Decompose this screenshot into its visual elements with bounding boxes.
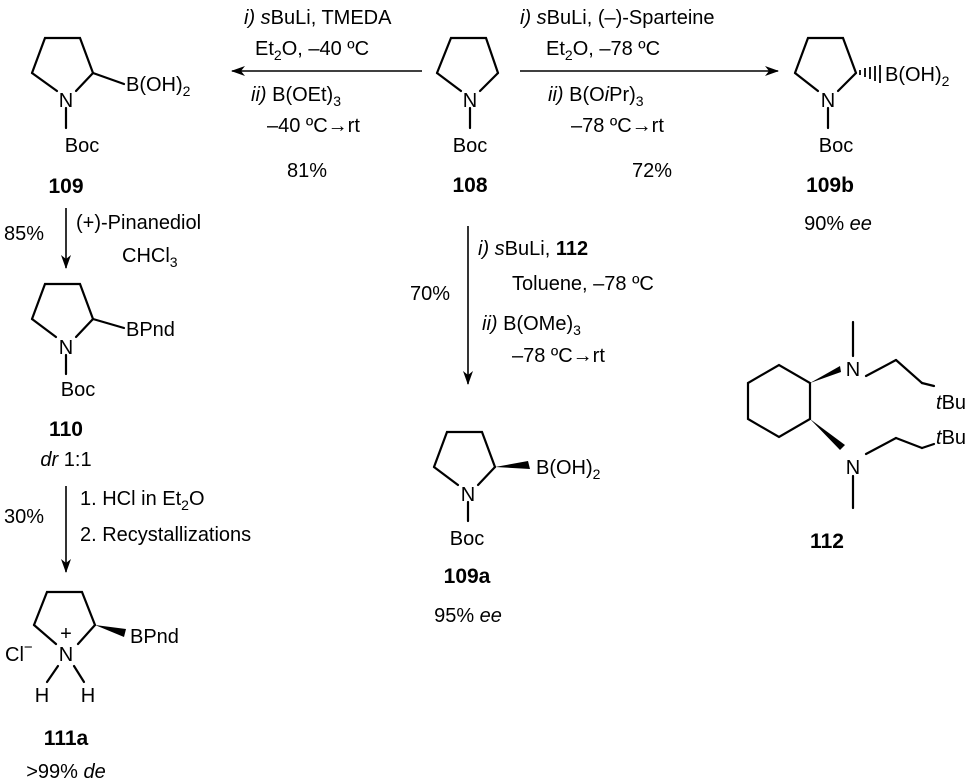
compound-label-109a: 109a <box>444 565 491 588</box>
atom-boronic-acid: B(OH)2 <box>885 64 950 89</box>
compound-label-109b: 109b <box>806 174 854 197</box>
reaction-110-to-111a: 30% 1. HCl in Et2O 2. Recystallizations <box>4 486 251 573</box>
reaction-108-to-109: i) sBuLi, TMEDA Et2O, –40 ºC ii) B(OEt)3… <box>231 7 422 182</box>
compound-label-112: 112 <box>810 530 844 553</box>
conditions-step1: i) sBuLi, 112 <box>478 238 588 260</box>
compound-label-108: 108 <box>452 174 487 197</box>
atom-boc: Boc <box>453 135 487 157</box>
yield: 30% <box>4 506 44 528</box>
hashed-bond-top <box>810 366 841 383</box>
conditions-step1: i) sBuLi, TMEDA <box>244 7 392 29</box>
atom-bpnd: BPnd <box>130 626 179 648</box>
compound-109a: N B(OH)2 Boc 109a 95% ee <box>432 430 601 627</box>
conditions-temp: –78 ºC→rt <box>512 345 605 367</box>
conditions-step1: 1. HCl in Et2O <box>80 488 205 513</box>
compound-112: N N tBu tBu 112 <box>746 320 966 553</box>
conditions-solvent: Toluene, –78 ºC <box>512 273 654 295</box>
conditions-reagent: (+)-Pinanediol <box>76 212 201 234</box>
compound-110: N BPnd Boc 110 dr 1:1 <box>30 282 175 471</box>
compound-108: N Boc 108 <box>435 36 500 197</box>
ee-109b: 90% ee <box>804 213 872 235</box>
yield: 85% <box>4 223 44 245</box>
conditions-step2: ii) B(OiPr)3 <box>548 84 644 109</box>
atom-n: N <box>461 484 475 506</box>
wedge-bond <box>95 625 126 637</box>
reaction-108-to-109a: i) sBuLi, 112 Toluene, –78 ºC ii) B(OMe)… <box>410 226 654 385</box>
conditions-temp: –78 ºC→rt <box>571 115 664 137</box>
conditions-step2: ii) B(OMe)3 <box>482 313 581 338</box>
conditions-solvent: Et2O, –78 ºC <box>546 38 660 63</box>
reaction-109-to-110: 85% (+)-Pinanediol CHCl3 <box>4 208 201 270</box>
conditions-step2: 2. Recystallizations <box>80 524 251 546</box>
atom-n-bottom: N <box>846 457 860 479</box>
wedge-bond <box>495 461 530 469</box>
conditions-solvent: CHCl3 <box>122 245 178 270</box>
atom-n: N <box>59 90 73 112</box>
atom-n: N <box>59 337 73 359</box>
atom-boc: Boc <box>61 379 95 401</box>
atom-boc: Boc <box>65 135 99 157</box>
de-111a: >99% de <box>26 761 106 783</box>
conditions-temp: –40 ºC→rt <box>267 115 360 137</box>
ee-109a: 95% ee <box>434 605 502 627</box>
yield: 72% <box>632 160 672 182</box>
atom-h-left: H <box>35 685 49 707</box>
atom-boc: Boc <box>450 528 484 550</box>
atom-bpnd: BPnd <box>126 319 175 341</box>
atom-n: N <box>821 90 835 112</box>
compound-109: N B(OH)2 Boc 109 <box>30 36 191 198</box>
atom-h-right: H <box>81 685 95 707</box>
hashed-wedge-bond <box>859 65 881 83</box>
compound-label-109: 109 <box>48 175 83 198</box>
dr-110: dr 1:1 <box>40 449 91 471</box>
atom-n: N <box>463 90 477 112</box>
compound-label-111a: 111a <box>44 727 89 750</box>
atom-boronic-acid: B(OH)2 <box>536 457 601 482</box>
yield: 70% <box>410 283 450 305</box>
compound-111a: N + Cl− BPnd H H 111a >99% de <box>5 590 179 783</box>
wedge-bond-bottom <box>810 419 845 450</box>
atom-boc: Boc <box>819 135 853 157</box>
atom-n-plus: N <box>59 644 73 666</box>
plus-charge: + <box>60 623 72 645</box>
atom-boronic-acid: B(OH)2 <box>126 74 191 99</box>
compound-label-110: 110 <box>49 418 83 441</box>
yield: 81% <box>287 160 327 182</box>
conditions-solvent: Et2O, –40 ºC <box>255 38 369 63</box>
compound-109b: N B(OH)2 Boc 109b 90% ee <box>793 36 950 235</box>
conditions-step2: ii) B(OEt)3 <box>251 84 341 109</box>
tbu-bottom: tBu <box>936 427 966 449</box>
tbu-top: tBu <box>936 392 966 414</box>
conditions-step1: i) sBuLi, (–)-Sparteine <box>520 7 715 29</box>
chloride: Cl− <box>5 639 33 666</box>
reaction-108-to-109b: i) sBuLi, (–)-Sparteine Et2O, –78 ºC ii)… <box>520 7 779 182</box>
atom-n-top: N <box>846 359 860 381</box>
